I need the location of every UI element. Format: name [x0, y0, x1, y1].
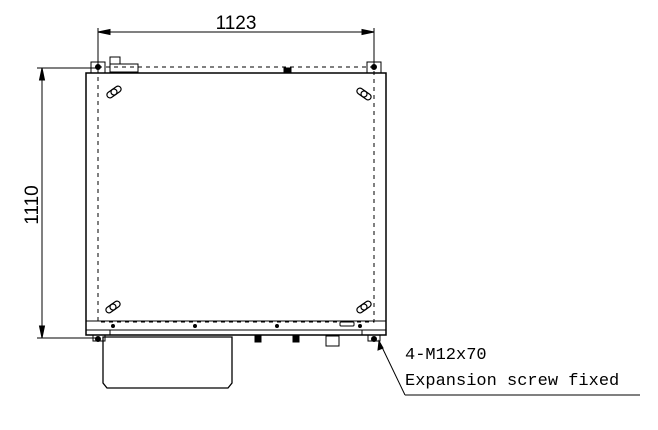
height-dimension-label: 1110: [22, 185, 43, 224]
bottom-module: [102, 336, 233, 389]
slot-icon: [105, 85, 372, 314]
cabinet-body: [85, 56, 387, 347]
height-dimension: [37, 67, 100, 339]
width-dimension: [97, 28, 375, 66]
leader-line: [377, 339, 640, 396]
mounting-outline: [97, 66, 375, 323]
fixing-note-label: Expansion screw fixed: [405, 372, 619, 391]
width-dimension-label: 1123: [216, 13, 257, 34]
bolt-spec-label: 4-M12x70: [405, 346, 487, 365]
